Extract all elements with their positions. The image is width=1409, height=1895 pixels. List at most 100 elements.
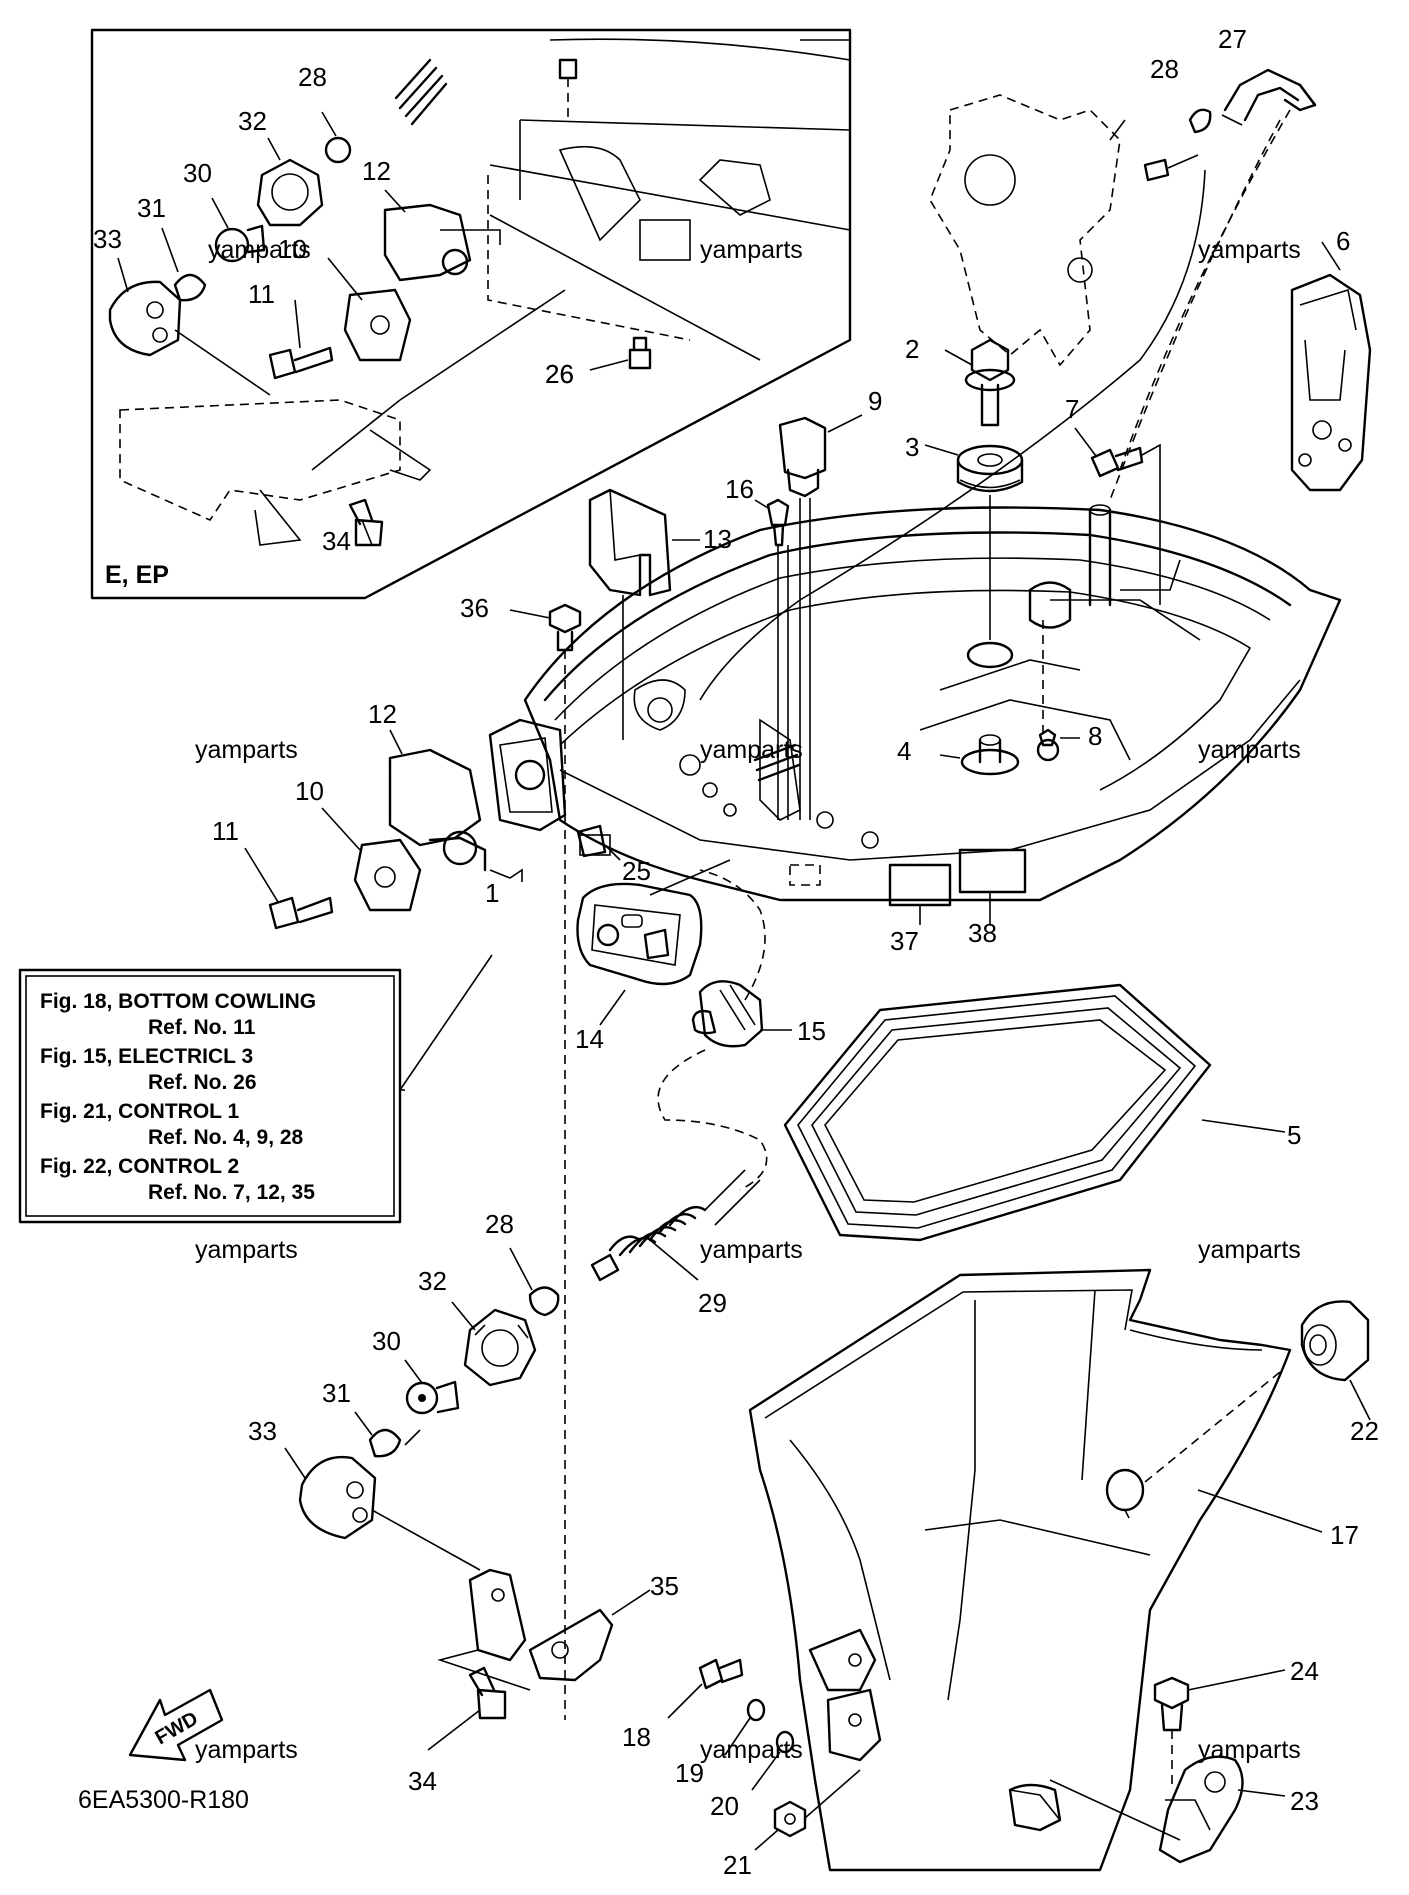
callout-17: 17 [1330, 1520, 1359, 1550]
engine-block-outline [929, 94, 1199, 367]
reference-ref-4: Ref. No. 7, 12, 35 [148, 1181, 315, 1204]
watermark-text: yamparts [195, 736, 298, 764]
part-6-bracket [1290, 241, 1372, 492]
part-34-screw [427, 1666, 507, 1751]
callout-32: 32 [418, 1266, 447, 1296]
callout-5: 5 [1287, 1120, 1301, 1150]
callout-31: 31 [322, 1378, 351, 1408]
callout-15: 15 [797, 1016, 826, 1046]
reference-fig-1: Fig. 18, BOTTOM COWLING [40, 990, 316, 1013]
callout-22: 22 [1350, 1416, 1379, 1446]
main-callouts: 1 2 3 4 5 6 7 8 9 10 11 12 13 14 15 16 1… [212, 24, 1379, 1880]
callout-23: 23 [1290, 1786, 1319, 1816]
callout-25: 25 [622, 856, 651, 886]
part-25-label [576, 824, 621, 861]
callout-27: 27 [1218, 24, 1247, 54]
part-5-gasket [783, 983, 1286, 1242]
inset-label: E, EP [105, 561, 169, 589]
part-21-nut [754, 1769, 861, 1851]
watermark-text: yamparts [1198, 236, 1301, 264]
reference-fig-4: Fig. 22, CONTROL 2 [40, 1155, 239, 1178]
callout-34: 34 [408, 1766, 437, 1796]
watermark-text: yamparts [1198, 1736, 1301, 1764]
callout-12: 12 [368, 699, 397, 729]
callout-18: 18 [622, 1722, 651, 1752]
callout-32: 32 [238, 106, 267, 136]
callout-38: 38 [968, 918, 997, 948]
part-24-rivet [1153, 1669, 1286, 1790]
part-10-plate [321, 807, 422, 912]
inset-callouts: 28 32 30 31 33 10 11 12 26 34 [93, 62, 574, 556]
part-23-clip [1049, 1755, 1286, 1864]
callout-33: 33 [248, 1416, 277, 1446]
part-2-bolt-3-grommet [924, 338, 1024, 640]
callout-9: 9 [868, 386, 882, 416]
part-1-bracket-leader [399, 868, 523, 1091]
callout-14: 14 [575, 1024, 604, 1054]
callout-11: 11 [248, 279, 275, 309]
part-31-ring [354, 1411, 421, 1458]
callout-28: 28 [298, 62, 327, 92]
watermark-text: yamparts [700, 736, 803, 764]
watermark-text: yamparts [1198, 736, 1301, 764]
part-15-fitting [657, 869, 792, 1191]
part-32-nut [451, 1301, 537, 1387]
callout-37: 37 [890, 926, 919, 956]
part-33-grommet [284, 1447, 481, 1571]
callout-7: 7 [1065, 394, 1079, 424]
watermark-text: yamparts [208, 236, 311, 264]
callout-2: 2 [905, 334, 919, 364]
part-28-clip [509, 1247, 560, 1317]
callout-1: 1 [485, 878, 499, 908]
callout-35: 35 [650, 1571, 679, 1601]
part-12-block [388, 729, 487, 872]
part-36-bolt [509, 603, 582, 1720]
callout-8: 8 [1088, 721, 1102, 751]
callout-28: 28 [1150, 54, 1179, 84]
callout-26: 26 [545, 359, 574, 389]
part-16-fitting [754, 498, 790, 820]
part-9-grommet [778, 414, 863, 820]
callout-6: 6 [1336, 226, 1350, 256]
callout-11: 11 [212, 816, 239, 846]
callout-34: 34 [322, 526, 351, 556]
part-18-bolt [667, 1658, 744, 1719]
watermark-text: yamparts [195, 1736, 298, 1764]
reference-fig-3: Fig. 21, CONTROL 1 [40, 1100, 239, 1123]
callout-19: 19 [675, 1758, 704, 1788]
callout-33: 33 [93, 224, 122, 254]
watermark-text: yamparts [700, 1236, 803, 1264]
part-17-lower-cover [748, 1268, 1323, 1872]
part-14-cover [576, 859, 731, 1026]
part-20-washer [751, 1730, 795, 1791]
callout-26: 26 [545, 359, 574, 389]
watermark-text: yamparts [195, 1236, 298, 1264]
callout-10: 10 [295, 776, 324, 806]
callout-36: 36 [460, 593, 489, 623]
part-29-spring [590, 1169, 761, 1282]
callout-21: 21 [723, 1850, 752, 1880]
bottom-cowling [488, 504, 1342, 907]
reference-ref-2: Ref. No. 26 [148, 1071, 257, 1094]
callout-28-lower: 28 [485, 1209, 514, 1239]
reference-ref-1: Ref. No. 11 [148, 1016, 256, 1039]
part-7-screw [1074, 427, 1161, 605]
part-13-holder [588, 488, 700, 740]
callout-30: 30 [183, 158, 212, 188]
watermark-text: yamparts [1198, 1236, 1301, 1264]
part-35-bracket [437, 1568, 651, 1691]
part-22-grommet [1300, 1300, 1371, 1421]
inset-detail-box: E, EP [90, 28, 852, 600]
callout-10: 10 [278, 234, 307, 264]
callout-16: 16 [725, 474, 754, 504]
reference-fig-2: Fig. 15, ELECTRICL 3 [40, 1045, 253, 1068]
watermarks: yamparts yamparts yamparts yamparts yamp… [195, 236, 1301, 1764]
part-30-washer [404, 1359, 460, 1415]
callout-13: 13 [703, 524, 732, 554]
callout-31: 31 [137, 193, 166, 223]
callout-4: 4 [897, 736, 911, 766]
callout-20: 20 [710, 1791, 739, 1821]
reference-ref-3: Ref. No. 4, 9, 28 [148, 1126, 304, 1149]
callout-24: 24 [1290, 1656, 1319, 1686]
